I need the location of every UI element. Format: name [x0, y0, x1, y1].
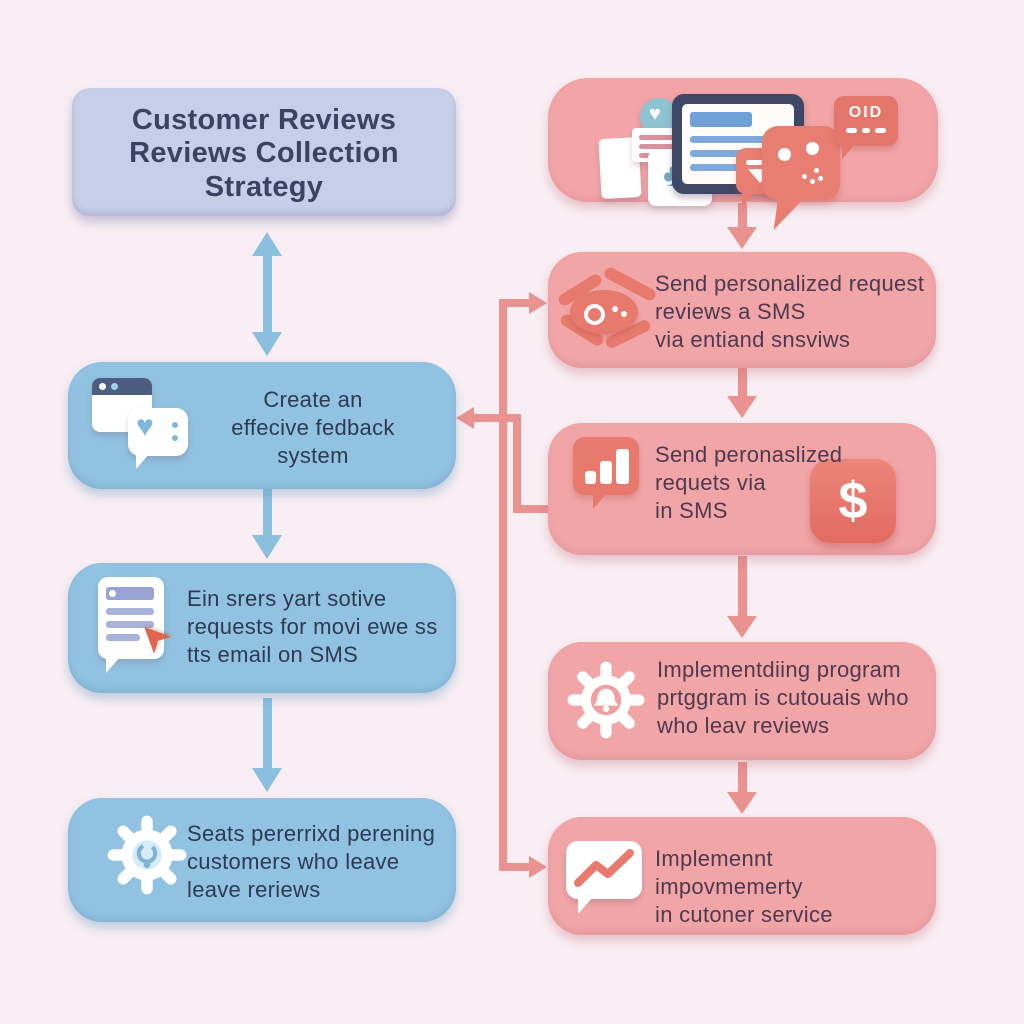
step-text: Seats pererrixd perening customers who l… — [187, 821, 436, 903]
connector-short-vertical — [513, 414, 521, 513]
trend-chart-bubble-icon — [566, 841, 642, 914]
dollar-icon: $ — [810, 459, 896, 543]
step-text: Send personalized request reviews a SMS … — [655, 271, 925, 353]
gear-bell-icon — [567, 661, 645, 739]
bar-chart-bubble-icon — [573, 437, 639, 509]
step-send-requests-in-sms: $ Send peronaslized requets via in SMS — [548, 423, 936, 555]
connector-arrowhead-right-bottom — [529, 856, 547, 878]
code-chat-bubble-icon: OID — [834, 96, 898, 159]
connector-arrowhead-left — [456, 407, 474, 429]
step-service-improvement: Implemennt impovmemerty in cutoner servi… — [548, 817, 936, 935]
header-icon-box: ♥ ♣ — [548, 78, 938, 234]
step-create-feedback-system: ♥ Create an effecive fedback system — [68, 362, 456, 489]
step-text: Ein srers yart sotive requests for movi … — [187, 586, 438, 668]
spider-face-icon — [556, 265, 658, 350]
dollar-glyph: $ — [838, 472, 868, 530]
step-send-personalized-request-sms: Send personalized request reviews a SMS … — [548, 252, 936, 368]
face-chat-bubble-icon — [762, 126, 840, 234]
step-text: Implementdiing program prtggram is cutou… — [657, 657, 909, 739]
connector-bottom-horizontal — [499, 863, 531, 871]
step-text: Send peronaslized requets via in SMS — [655, 442, 843, 524]
code-bubble-text: OID — [848, 104, 884, 121]
connector-vertical-rail — [499, 299, 507, 871]
step-loyalty-program: Implementdiing program prtggram is cutou… — [548, 642, 936, 760]
connector-into-box2 — [513, 505, 549, 513]
title-box: Customer Reviews Reviews Collection Stra… — [72, 88, 456, 216]
connector-arrowhead-right-top — [529, 292, 547, 314]
step-reward-returning-customers: Seats pererrixd perening customers who l… — [68, 798, 456, 922]
connector-mid-horizontal — [472, 414, 521, 422]
step-text: Implemennt impovmemerty in cutoner servi… — [655, 846, 833, 928]
step-review-requests-email-sms: ➤ Ein srers yart sotive requests for mov… — [68, 563, 456, 693]
page-title: Customer Reviews Reviews Collection Stra… — [129, 104, 399, 203]
heart-glyph: ♥ — [136, 410, 154, 443]
step-text: Create an effecive fedback system — [231, 387, 395, 469]
gear-profile-icon — [107, 815, 187, 895]
heart-glyph: ♥ — [649, 103, 661, 125]
connector-top-horizontal — [499, 299, 531, 307]
